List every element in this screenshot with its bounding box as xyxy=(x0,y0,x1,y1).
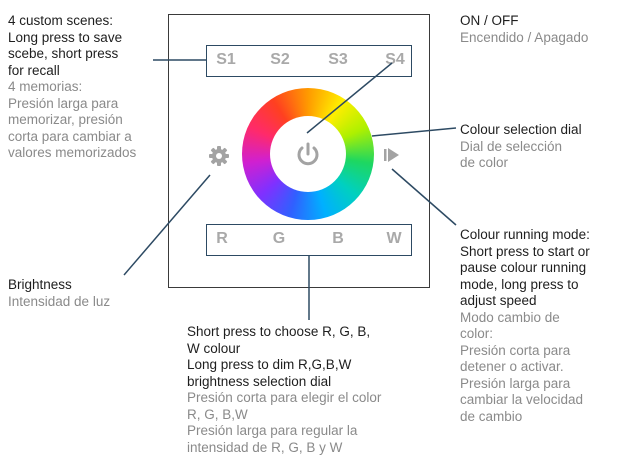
running-es-line: cambiar la velocidad xyxy=(460,392,584,407)
rgbw-es-line: Presión larga para regular la xyxy=(187,423,358,438)
channel-button-b[interactable]: B xyxy=(332,230,344,247)
power-es-line: Encendido / Apagado xyxy=(460,29,589,45)
brightness-es-line: Intensidad de luz xyxy=(8,293,111,309)
running-es-line: Presión larga para xyxy=(460,375,571,391)
running-en-line: Short press to start or xyxy=(460,243,590,259)
gear-icon[interactable] xyxy=(208,145,230,167)
channel-buttons-row xyxy=(206,224,412,256)
running-en-line: pause colour running xyxy=(460,260,587,275)
scenes-es-line: memorizar, presión xyxy=(8,112,123,127)
rgbw-es-line: intensidad de R, G, B y W xyxy=(187,439,343,455)
dial-es-line: de color xyxy=(460,155,509,170)
scenes-es-line: Presión larga para xyxy=(8,95,119,111)
scene-button-s2[interactable]: S2 xyxy=(270,51,290,68)
running-es-line: Modo cambio de xyxy=(460,309,560,325)
running-es-line: detener o activar. xyxy=(460,359,564,374)
running-mode-callout: Colour running mode: Short press to star… xyxy=(460,227,590,425)
channel-button-g[interactable]: G xyxy=(272,230,286,247)
running-en-line: adjust speed xyxy=(460,293,537,308)
power-callout: ON / OFF Encendido / Apagado xyxy=(460,13,588,46)
dial-callout: Colour selection dial Dial de selección … xyxy=(460,122,582,172)
running-en-line: mode, long press to xyxy=(460,276,579,292)
rgbw-en-line: Long press to dim R,G,B,W xyxy=(187,357,352,372)
scene-buttons-row xyxy=(206,45,412,77)
rgbw-en-line: brightness selection dial xyxy=(187,373,332,389)
channel-button-r[interactable]: R xyxy=(216,230,228,247)
dial-en-line: Colour selection dial xyxy=(460,122,582,137)
controller-panel xyxy=(168,14,430,288)
scenes-es-line: valores memorizados xyxy=(8,145,137,160)
scenes-en-line: scebe, short press xyxy=(8,46,119,61)
dial-es-line: Dial de selección xyxy=(460,138,563,154)
scenes-es-line: corta para cambiar a xyxy=(8,128,132,144)
rgbw-callout: Short press to choose R, G, B, W colour … xyxy=(187,324,381,456)
scenes-en-line: 4 custom scenes: xyxy=(8,13,114,28)
running-en-line: Colour running mode: xyxy=(460,227,590,242)
scenes-callout: 4 custom scenes: Long press to save sceb… xyxy=(8,13,136,162)
brightness-callout: Brightness Intensidad de luz xyxy=(8,277,110,310)
rgbw-en-line: W colour xyxy=(187,340,241,356)
play-pause-icon[interactable] xyxy=(383,147,401,163)
scenes-en-line: for recall xyxy=(8,62,60,78)
running-es-line: color: xyxy=(460,326,494,341)
brightness-en-line: Brightness xyxy=(8,277,72,292)
channel-button-w[interactable]: W xyxy=(386,230,402,247)
rgbw-es-line: R, G, B,W xyxy=(187,406,248,422)
rgbw-es-line: Presión corta para elegir el color xyxy=(187,390,382,405)
scene-button-s1[interactable]: S1 xyxy=(216,51,236,68)
scenes-es-line: 4 memorias: xyxy=(8,79,83,94)
running-es-line: Presión corta para xyxy=(460,342,571,358)
running-es-line: de cambio xyxy=(460,408,523,424)
power-icon[interactable] xyxy=(293,139,323,169)
scenes-en-line: Long press to save xyxy=(8,29,123,45)
power-en-line: ON / OFF xyxy=(460,13,519,28)
rgbw-en-line: Short press to choose R, G, B, xyxy=(187,324,371,339)
scene-button-s3[interactable]: S3 xyxy=(328,51,348,68)
